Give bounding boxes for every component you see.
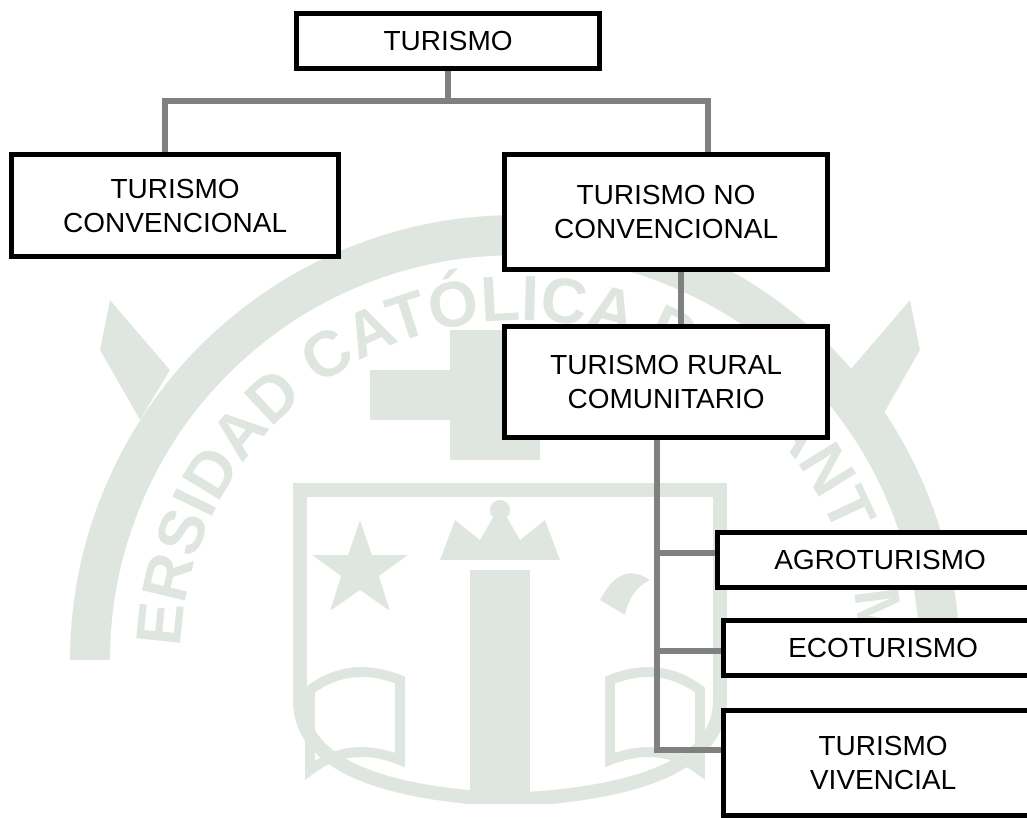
node-turismo-no-convencional-label: TURISMO NO CONVENCIONAL bbox=[553, 179, 779, 244]
node-turismo-convencional-label: TURISMO CONVENCIONAL bbox=[62, 172, 288, 238]
seal-star bbox=[312, 520, 408, 611]
node-agroturismo-label: AGROTURISMO bbox=[774, 544, 986, 575]
node-turismo-vivencial: TURISMO VIVENCIAL bbox=[721, 708, 1027, 818]
node-turismo-vivencial-label: TURISMO VIVENCIAL bbox=[809, 730, 957, 795]
node-turismo-rural-comunitario: TURISMO RURAL COMUNITARIO bbox=[502, 324, 830, 440]
node-turismo-label: TURISMO bbox=[383, 25, 513, 56]
seal-tassel-right bbox=[850, 300, 920, 420]
seal-book-left bbox=[305, 667, 405, 780]
seal-book-right bbox=[605, 667, 705, 780]
node-turismo-rural-comunitario-label: TURISMO RURAL COMUNITARIO bbox=[550, 349, 782, 414]
seal-bird bbox=[600, 573, 650, 615]
node-ecoturismo-label: ECOTURISMO bbox=[788, 632, 978, 663]
seal-tower bbox=[470, 570, 530, 800]
node-ecoturismo: ECOTURISMO bbox=[721, 618, 1027, 678]
node-agroturismo: AGROTURISMO bbox=[715, 530, 1027, 590]
seal-tassel-left bbox=[100, 300, 170, 420]
node-turismo-no-convencional: TURISMO NO CONVENCIONAL bbox=[502, 152, 830, 272]
node-turismo-convencional: TURISMO CONVENCIONAL bbox=[9, 152, 341, 259]
seal-shield bbox=[293, 483, 727, 804]
seal-crown bbox=[440, 505, 560, 560]
node-turismo: TURISMO bbox=[294, 11, 602, 71]
